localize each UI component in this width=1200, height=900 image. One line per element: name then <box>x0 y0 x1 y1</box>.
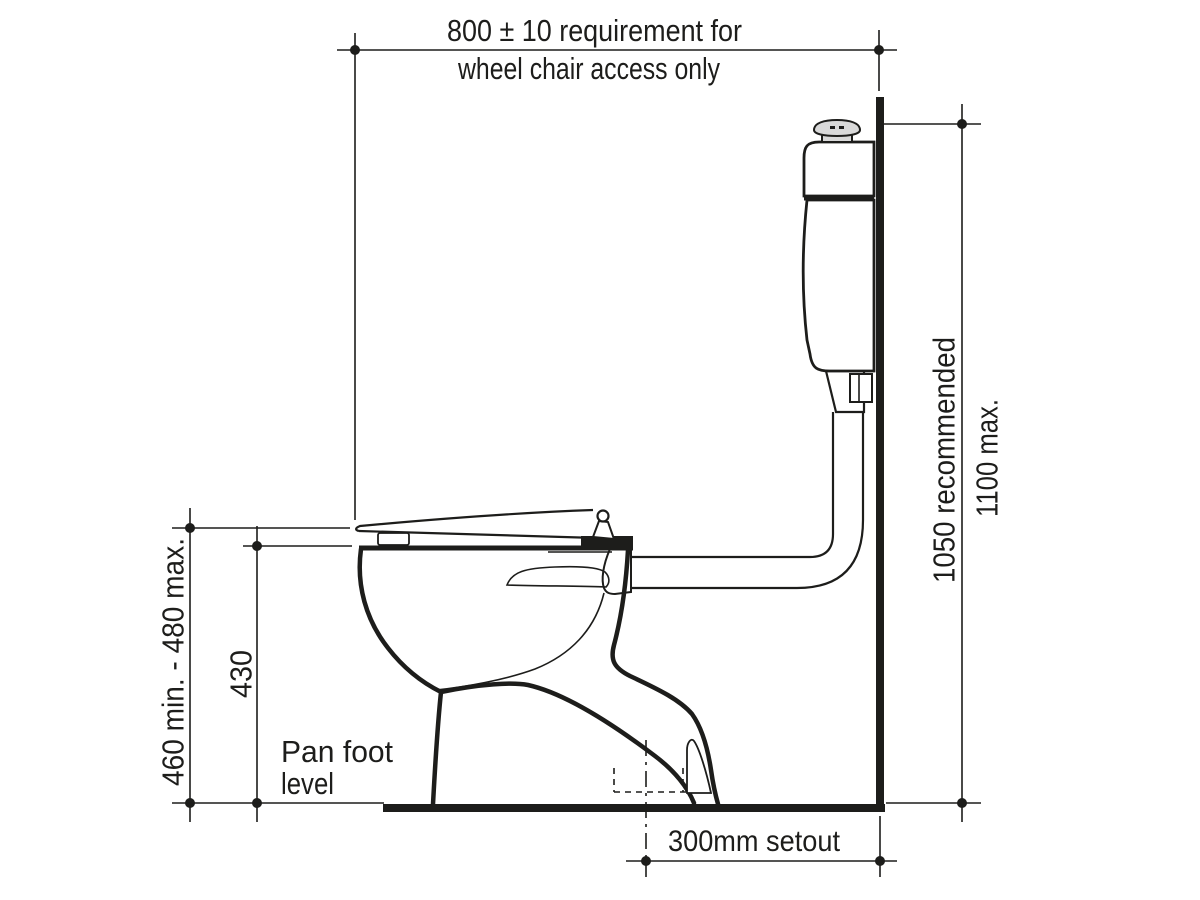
flush-rim-section <box>505 565 610 588</box>
seat-top-edge <box>355 508 594 533</box>
seat-hinge-bar <box>581 536 633 547</box>
pan-back-outline <box>610 547 721 807</box>
seat-bumper <box>377 532 410 546</box>
labels: 800 ± 10 requirement for wheel chair acc… <box>156 13 1005 858</box>
seat-hinge-post <box>591 519 616 541</box>
top-dimension-label-line1: 800 ± 10 requirement for <box>447 13 742 48</box>
dimension-lines <box>172 30 981 877</box>
seat-hinge-knob <box>596 509 610 523</box>
flush-button <box>812 118 862 143</box>
flush-pipe <box>612 412 865 590</box>
pan-rim-height-label: 430 <box>224 650 259 698</box>
toilet-pan <box>357 545 721 807</box>
cistern-assembly <box>612 118 876 590</box>
inlet-valve <box>849 373 873 403</box>
height-recommended-label: 1050 recommended <box>927 337 962 583</box>
pan-foot-level-label-line2: level <box>281 766 334 801</box>
wall-line <box>876 97 884 812</box>
floor-line <box>383 804 885 812</box>
pan-underside-curve <box>438 681 697 806</box>
flush-button-mark-left <box>830 126 835 129</box>
setout-label: 300mm setout <box>668 825 841 858</box>
pan-foot-level-label-line1: Pan foot <box>281 734 393 769</box>
dimension-right-height <box>884 104 981 822</box>
flush-button-cap <box>812 118 862 138</box>
seat-height-label: 460 min. - 480 max. <box>156 538 191 786</box>
dimension-setout <box>626 816 897 877</box>
top-dimension-label-line2: wheel chair access only <box>457 51 720 86</box>
pan-front-outline <box>357 546 444 807</box>
dimension-top-800 <box>337 30 897 520</box>
toilet-seat <box>355 508 633 547</box>
flush-button-mark-right <box>839 126 844 129</box>
cistern-tank <box>801 198 876 373</box>
height-maximum-label: 1100 max. <box>970 399 1005 517</box>
cistern-lid <box>802 140 876 198</box>
trapway-interior-curve <box>435 592 605 691</box>
pan-fixing-cover <box>686 738 713 794</box>
